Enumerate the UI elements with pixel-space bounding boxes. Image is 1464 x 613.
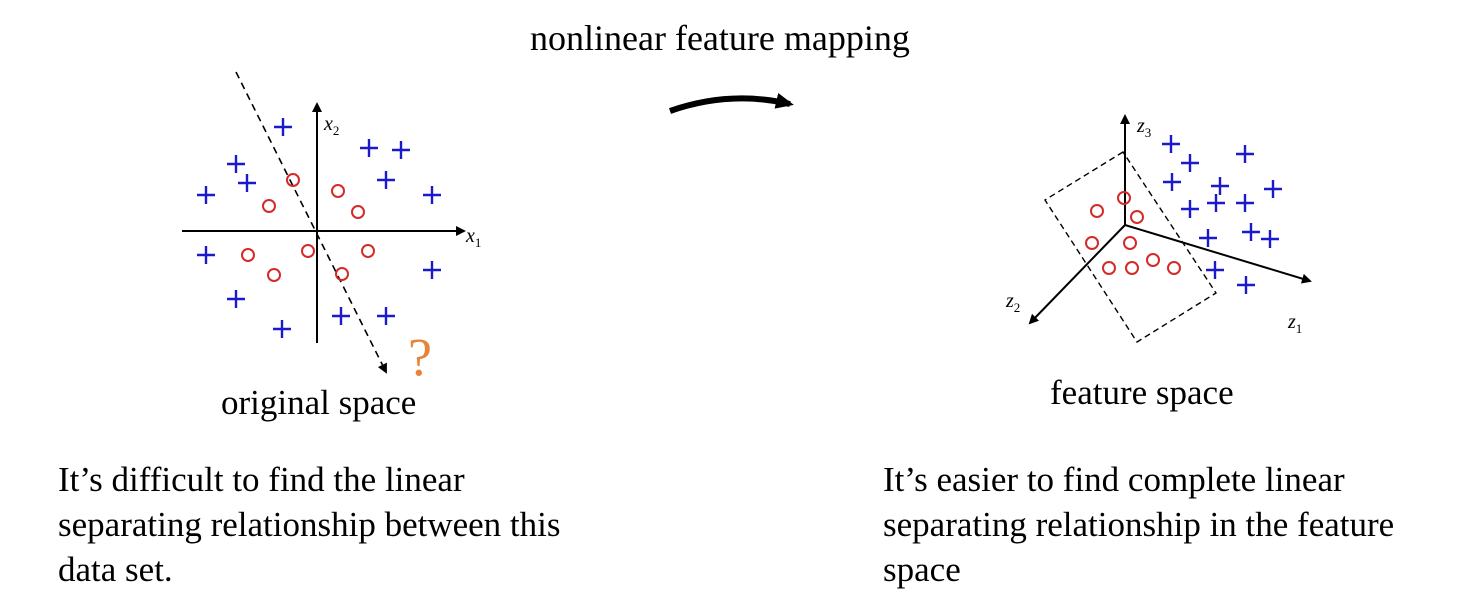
mapping-arrow xyxy=(669,93,794,114)
plus-marker xyxy=(1162,135,1180,153)
z1-axis-label: z1 xyxy=(1287,311,1302,336)
circle-marker xyxy=(1090,204,1104,218)
z2-axis xyxy=(1028,224,1126,325)
z3-axis-label: z3 xyxy=(1136,115,1151,140)
z2-axis-label: z2 xyxy=(1005,290,1020,315)
diagram-title: nonlinear feature mapping xyxy=(530,18,910,58)
dashed-separator-line xyxy=(235,71,387,374)
plus-marker xyxy=(360,139,378,157)
circle-marker xyxy=(1102,261,1116,275)
circle-marker xyxy=(1085,236,1099,250)
plus-marker xyxy=(423,186,441,204)
description-line: data set. xyxy=(58,550,173,589)
circle-marker xyxy=(335,267,349,281)
original-space-plot: x2 x1 ? xyxy=(182,71,481,387)
plus-marker xyxy=(1199,229,1217,247)
plus-marker xyxy=(423,261,441,279)
circle-marker xyxy=(1146,253,1160,267)
circle-marker xyxy=(267,268,281,282)
x2-axis-label: x2 xyxy=(323,113,339,138)
plus-marker xyxy=(227,155,245,173)
plus-marker xyxy=(1242,223,1260,241)
description-line: separating relationship between this xyxy=(58,505,561,544)
description-line: It’s easier to find complete linear xyxy=(883,460,1345,499)
plus-marker xyxy=(1261,230,1279,248)
circle-marker xyxy=(1117,191,1131,205)
plus-marker xyxy=(197,186,215,204)
z1-axis xyxy=(1124,224,1312,284)
plus-marker xyxy=(238,174,256,192)
plus-marker xyxy=(377,171,395,189)
circle-marker xyxy=(286,173,300,187)
circle-marker xyxy=(1125,261,1139,275)
circle-marker xyxy=(262,199,276,213)
original-space-caption: original space xyxy=(221,383,417,422)
plus-marker xyxy=(1211,177,1229,195)
plus-marker xyxy=(1237,276,1255,294)
circle-marker xyxy=(351,205,365,219)
separating-plane xyxy=(1044,151,1217,343)
x1-axis-label: x1 xyxy=(465,225,481,250)
plus-marker xyxy=(1206,261,1224,279)
plus-marker xyxy=(1181,154,1199,172)
circle-marker xyxy=(1130,210,1144,224)
plus-marker xyxy=(1236,194,1254,212)
plus-marker xyxy=(377,307,395,325)
description-line: It’s difficult to find the linear xyxy=(58,460,465,499)
description-line: space xyxy=(883,550,961,589)
feature-space-plot: z3 z2 z1 xyxy=(1005,114,1312,343)
feature-space-caption: feature space xyxy=(1050,373,1234,412)
circle-marker xyxy=(1123,236,1137,250)
plus-marker xyxy=(1264,180,1282,198)
plus-marker xyxy=(274,118,292,136)
original-space-description: It’s difficult to find the linear separa… xyxy=(58,457,561,592)
circle-marker xyxy=(241,248,255,262)
circle-marker xyxy=(331,184,345,198)
plus-marker xyxy=(1181,200,1199,218)
plus-marker xyxy=(1207,194,1225,212)
plus-marker xyxy=(227,290,245,308)
circle-marker xyxy=(361,244,375,258)
plus-marker xyxy=(197,246,215,264)
circle-marker xyxy=(1167,261,1181,275)
plus-marker xyxy=(1163,173,1181,191)
plus-marker xyxy=(273,320,291,338)
question-mark: ? xyxy=(408,327,432,387)
feature-space-description: It’s easier to find complete linear sepa… xyxy=(883,457,1394,592)
plus-marker xyxy=(1236,145,1254,163)
plus-marker xyxy=(332,307,350,325)
description-line: separating relationship in the feature xyxy=(883,505,1395,544)
circle-marker xyxy=(301,244,315,258)
plus-marker xyxy=(392,141,410,159)
